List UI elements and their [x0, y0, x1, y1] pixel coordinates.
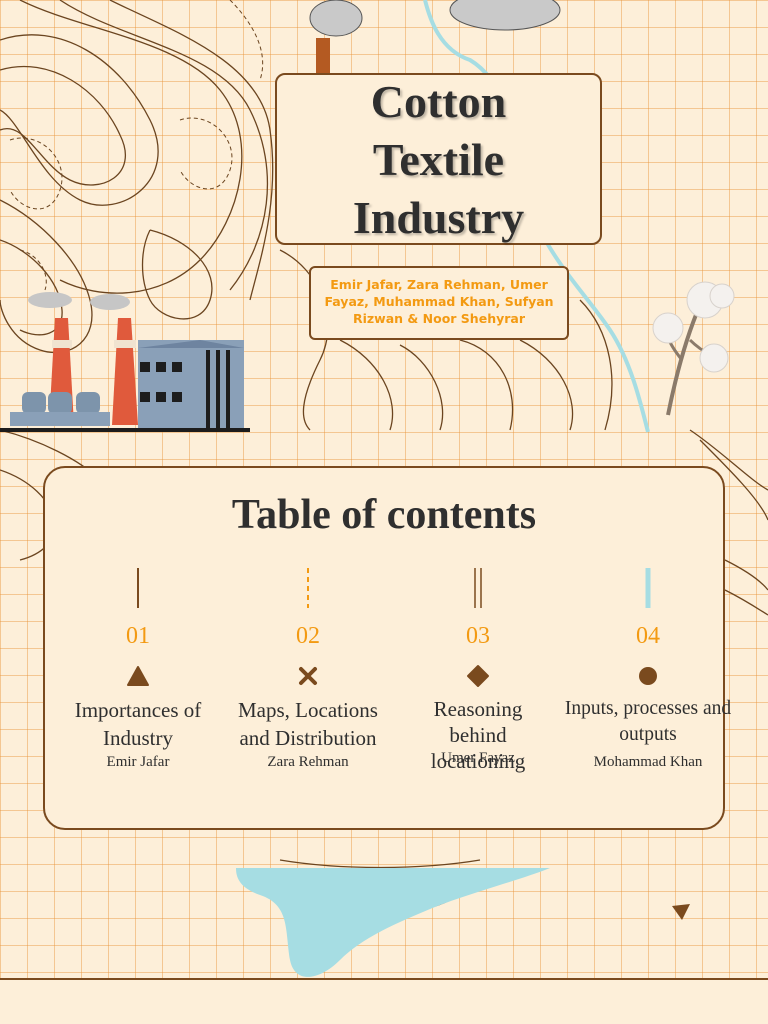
solid-bar-icon [53, 568, 223, 608]
authors-text: Emir Jafar, Zara Rehman, Umer Fayaz, Muh… [324, 277, 554, 326]
diamond-icon [393, 664, 563, 688]
toc-item-author: Mohammad Khan [593, 754, 703, 770]
bottom-strip [0, 980, 768, 1024]
double-bar-icon [393, 568, 563, 608]
toc-item-author: Zara Rehman [267, 754, 349, 770]
table-of-contents: Table of contents 01 Importances of Indu… [43, 466, 731, 830]
dashed-bar-icon [223, 568, 393, 608]
toc-item-author: Emir Jafar [106, 754, 170, 770]
title-line-3: Industry [352, 192, 525, 243]
triangle-icon [53, 664, 223, 688]
toc-item-title: Importances of Industry [74, 698, 202, 750]
cross-icon [223, 664, 393, 688]
circle-icon [563, 664, 733, 688]
toc-item-title: Reasoning behind locationing [430, 697, 526, 773]
toc-number: 03 [466, 623, 490, 649]
toc-heading: Table of contents [231, 492, 537, 538]
toc-number: 01 [126, 623, 150, 649]
toc-item-02[interactable]: 02 Maps, Locations and Distribution Zara… [223, 568, 393, 772]
toc-number: 04 [636, 623, 660, 649]
authors-box: Emir Jafar, Zara Rehman, Umer Fayaz, Muh… [309, 266, 569, 340]
toc-item-title: Maps, Locations and Distribution [238, 698, 378, 750]
toc-item-04[interactable]: 04 Inputs, processes and outputs Mohamma… [563, 568, 733, 772]
title-box: Cotton Textile Industry [275, 73, 602, 245]
title-line-2: Textile [372, 134, 505, 185]
toc-item-author: Umer Fayaz [441, 750, 515, 766]
toc-item-title: Inputs, processes and outputs [564, 698, 732, 745]
bottom-divider [0, 978, 768, 980]
title-line-1: Cotton [370, 76, 507, 127]
toc-number: 02 [296, 623, 320, 649]
toc-item-01[interactable]: 01 Importances of Industry Emir Jafar [53, 568, 223, 772]
blue-bar-icon [563, 568, 733, 608]
toc-item-03[interactable]: 03 Reasoning behind locationing Umer Fay… [393, 568, 563, 773]
